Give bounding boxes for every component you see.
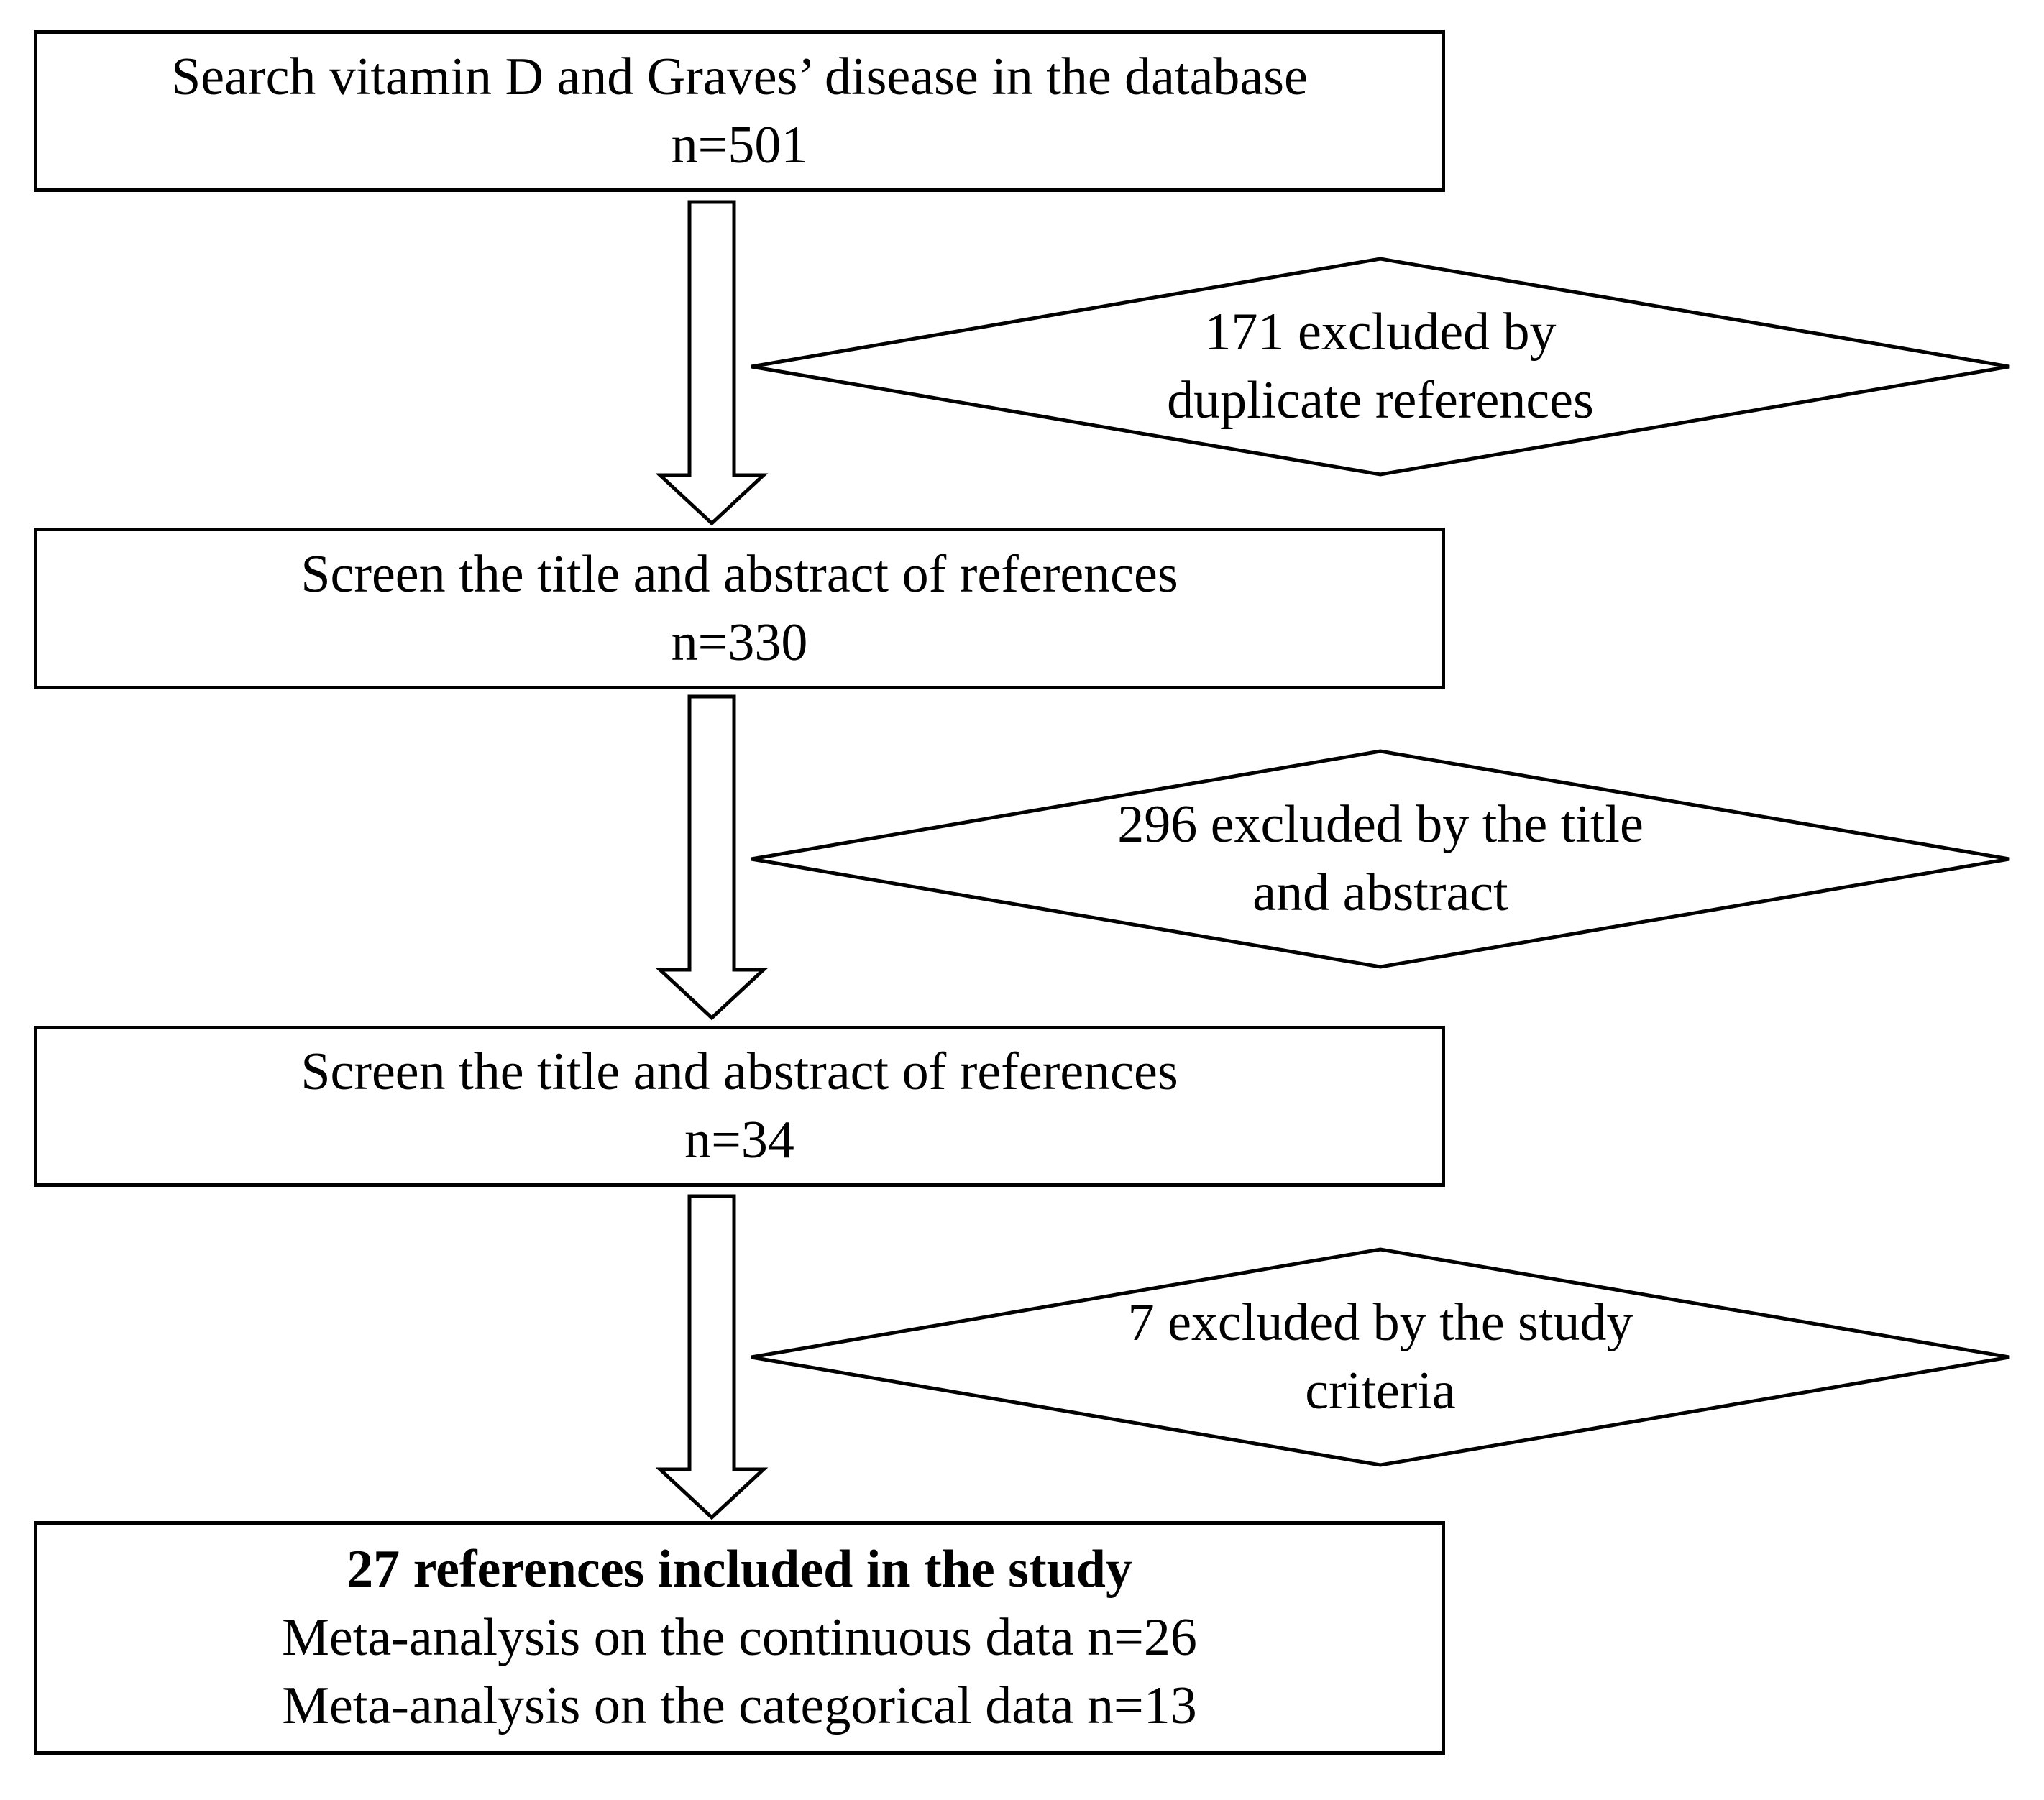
node-count: n=330 — [671, 612, 808, 672]
down-arrow-shape — [655, 200, 769, 526]
down-arrow-2 — [655, 694, 769, 1021]
exclusion-line: criteria — [1305, 1362, 1456, 1420]
node-screen-title-abstract-1: Screen the title and abstract of referen… — [34, 528, 1445, 689]
node-study-inclusion: 27 references included in the study Meta… — [34, 1521, 1445, 1755]
node-count: n=501 — [671, 115, 808, 175]
node-line: Search vitamin D and Graves’ disease in … — [171, 47, 1308, 106]
exclusion-diamond-2 — [751, 749, 2010, 969]
node-line: Screen the title and abstract of referen… — [301, 1042, 1178, 1101]
node-title: 27 references included in the study — [347, 1540, 1132, 1599]
node-count: n=34 — [684, 1111, 794, 1170]
node-search-database: Search vitamin D and Graves’ disease in … — [34, 30, 1445, 192]
exclusion-line: 171 excluded by — [1204, 303, 1557, 362]
exclusion-label-1: 171 excluded by duplicate references — [749, 257, 2012, 477]
exclusion-label-2: 296 excluded by the title and abstract — [749, 749, 2012, 969]
exclusion-diamond-3 — [751, 1247, 2010, 1467]
exclusion-line: 296 excluded by the title — [1117, 795, 1644, 854]
exclusion-line: 7 excluded by the study — [1127, 1293, 1633, 1352]
diamond-shape — [751, 1247, 2010, 1467]
down-arrow-1 — [655, 200, 769, 526]
diamond-shape — [751, 749, 2010, 969]
down-arrow-shape — [655, 694, 769, 1021]
down-arrow-3 — [655, 1194, 769, 1520]
node-line: Meta-analysis on the continuous data n=2… — [282, 1608, 1197, 1667]
diamond-shape — [751, 257, 2010, 477]
node-line: Meta-analysis on the categorical data n=… — [282, 1676, 1197, 1735]
exclusion-label-3: 7 excluded by the study criteria — [749, 1247, 2012, 1467]
node-line: Screen the title and abstract of referen… — [301, 544, 1178, 604]
exclusion-diamond-1 — [751, 257, 2010, 477]
down-arrow-shape — [655, 1194, 769, 1520]
node-screen-title-abstract-2: Screen the title and abstract of referen… — [34, 1026, 1445, 1187]
exclusion-line: duplicate references — [1167, 371, 1594, 430]
exclusion-line: and abstract — [1252, 863, 1508, 922]
